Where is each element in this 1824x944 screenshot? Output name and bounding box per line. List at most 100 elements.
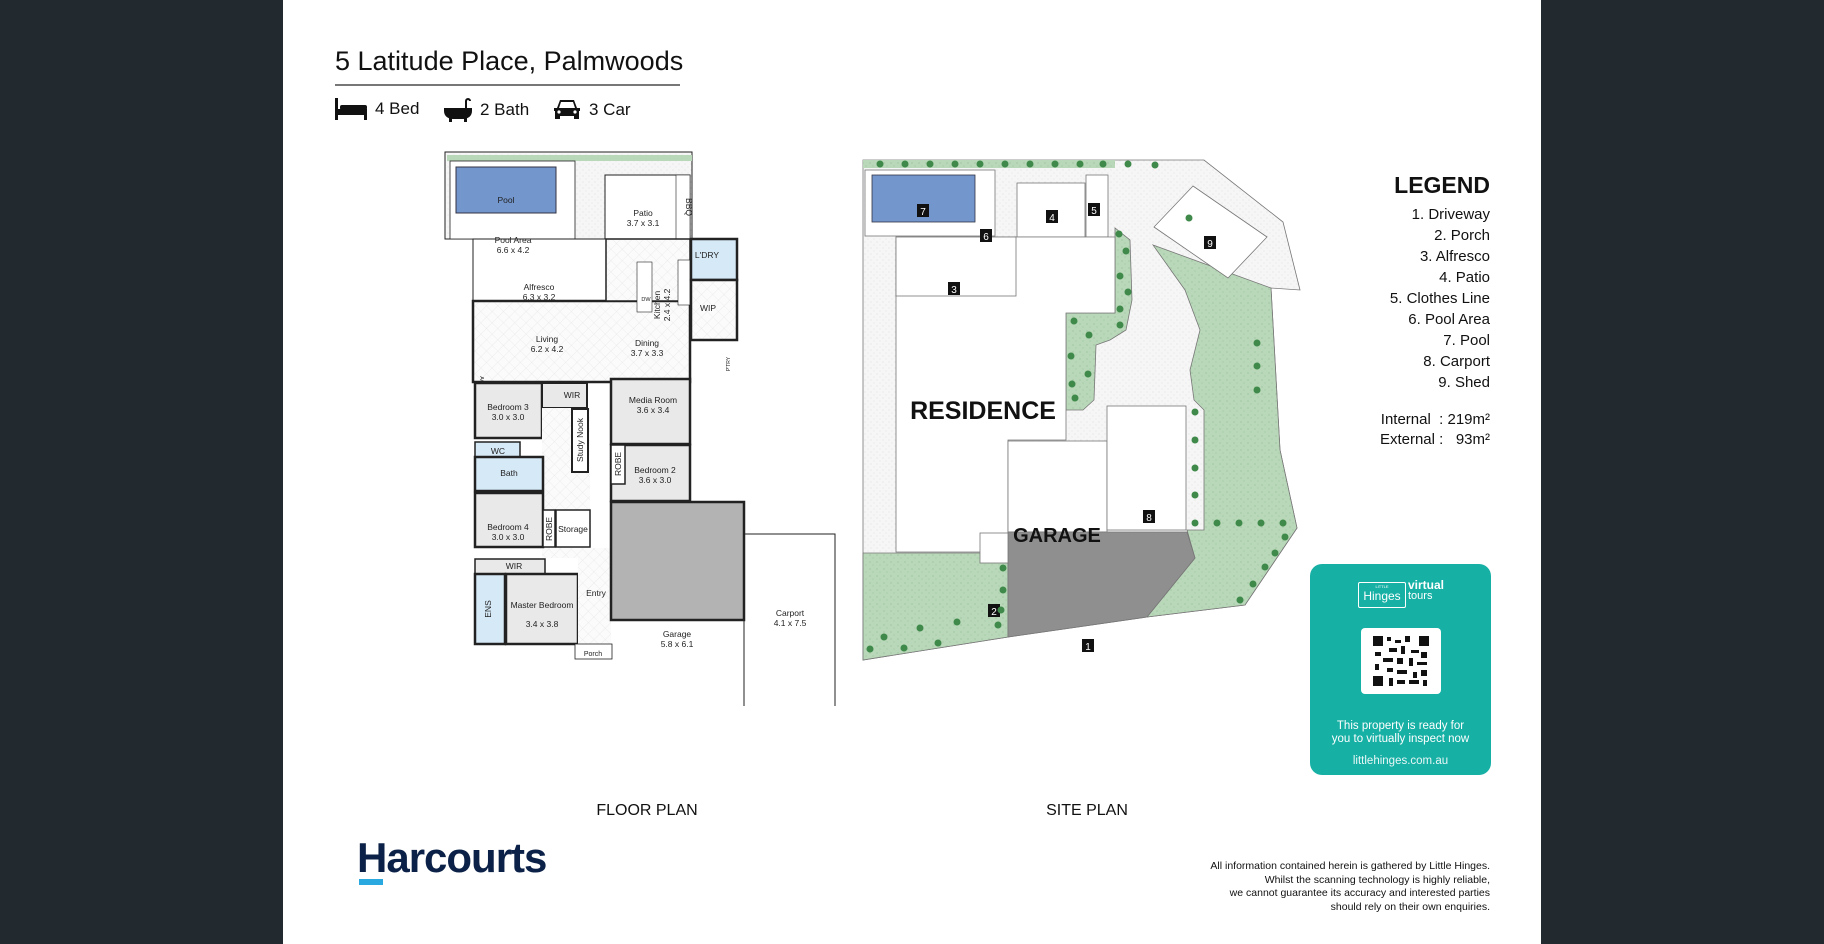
shrub-icon [1116,321,1124,329]
shrub-icon [1249,580,1257,588]
residence [895,236,1116,553]
disclaimer-line: should rely on their own enquiries. [1330,900,1490,913]
legend-item: 9. Shed [1438,374,1490,391]
room-dims: 3.7 x 3.3 [631,348,664,358]
room-label: ENS [483,600,493,618]
dw-label: DW [641,297,651,303]
shrub-icon [1068,380,1076,388]
shrub-icon [999,564,1007,572]
shrub-icon [1191,464,1199,472]
room-label: Carport [776,608,805,618]
pool [455,166,557,214]
room-label: ROBE [544,517,554,541]
shrub-icon [1253,339,1261,347]
amenity-bed: 4 Bed [335,98,419,120]
shrub-icon [901,160,909,168]
shrub-icon [1001,160,1009,168]
ac-label: AC [478,376,484,384]
shrub-icon [1235,519,1243,527]
room-dims: 3.0 x 3.0 [492,532,525,542]
room-label: Patio [633,208,653,218]
shrub-icon [997,606,1005,614]
residence-label: RESIDENCE [910,397,1056,425]
room-label: WC [491,446,505,456]
shrub-icon [1116,272,1124,280]
shrub-icon [1122,247,1130,255]
disclaimer-line: All information contained herein is gath… [1210,860,1490,872]
room-dims: 6.2 x 4.2 [531,344,564,354]
alfresco [472,238,607,302]
shrub-icon [1271,549,1279,557]
shrub-icon [900,644,908,652]
room-label: Master Bedroom [511,600,574,610]
shrub-icon [1076,160,1084,168]
logo-tag-virtual: virtual [1408,578,1445,592]
room-label: Storage [558,524,588,534]
room-label: Porch [584,651,602,658]
room-dims: 2.4 x 4.2 [662,288,672,321]
shrub-icon [1051,160,1059,168]
shrub-icon [1257,519,1265,527]
shrub-icon [926,160,934,168]
shrub-icon [1279,519,1287,527]
room-label: Living [536,334,558,344]
card-url[interactable]: littlehinges.com.au [1352,755,1449,767]
bedroom-3 [473,381,544,440]
site-marker-6: 6 [980,229,992,243]
room-label: Bedroom 2 [634,465,676,475]
site-marker-3: 3 [948,282,960,296]
shrub-icon [999,586,1007,594]
room-label: Pool [497,195,514,205]
carport [1106,405,1187,531]
shrub-icon [866,645,874,653]
shrub-icon [1191,436,1199,444]
laundry [689,237,739,282]
shrub-icon [1191,408,1199,416]
legend-item: 8. Carport [1423,353,1490,370]
svg-text:5: 5 [1091,206,1097,217]
qr-code[interactable] [1361,628,1441,694]
room-dims: 6.6 x 4.2 [497,245,530,255]
virtual-tour-card[interactable]: LITTLE Hinges virtual tours This propert… [1310,564,1491,775]
shrub-icon [876,160,884,168]
car-icon [554,100,580,119]
disclaimer-line: Whilst the scanning technology is highly… [1264,873,1490,886]
shrub-icon [1281,533,1289,541]
logo-tag-tours: tours [1408,590,1433,602]
pantry-label: P'TRY [726,356,732,371]
living-dining [471,299,692,384]
shrub-icon [1115,230,1123,238]
qr-code-icon [1373,636,1429,686]
amenity-label: 4 Bed [375,99,420,118]
room-dims: 4.1 x 7.5 [774,618,807,628]
legend-item: 6. Pool Area [1408,311,1490,328]
shrub-icon [1191,491,1199,499]
room-label: Bedroom 4 [487,522,529,532]
legend-item: 1. Driveway [1411,206,1490,223]
shrub-icon [1116,305,1124,313]
shrub-icon [1124,288,1132,296]
room-dims: 3.6 x 3.0 [639,475,672,485]
site-marker-7: 7 [917,204,929,218]
svg-text:6: 6 [983,232,989,243]
shrub-icon [1213,519,1221,527]
room-label: Garage [663,629,692,639]
site-marker-8: 8 [1143,510,1155,524]
driveway [1007,531,1196,638]
room-dims: 6.3 x 3.2 [523,292,556,302]
disclaimer: All information contained herein is gath… [1210,860,1490,914]
shrub-icon [976,160,984,168]
legend-item: 4. Patio [1439,269,1490,286]
garage-label: GARAGE [1013,525,1101,547]
room-label: WIP [700,303,716,313]
shrub-icon [1124,160,1132,168]
disclaimer-line: we cannot guarantee its accuracy and int… [1229,887,1490,899]
shrub-icon [951,160,959,168]
media-room [609,377,692,446]
amenity-bath: 2 Bath [444,98,529,122]
harcourts-logo: Harcourts [357,834,547,881]
legend-item: 5. Clothes Line [1389,290,1490,307]
